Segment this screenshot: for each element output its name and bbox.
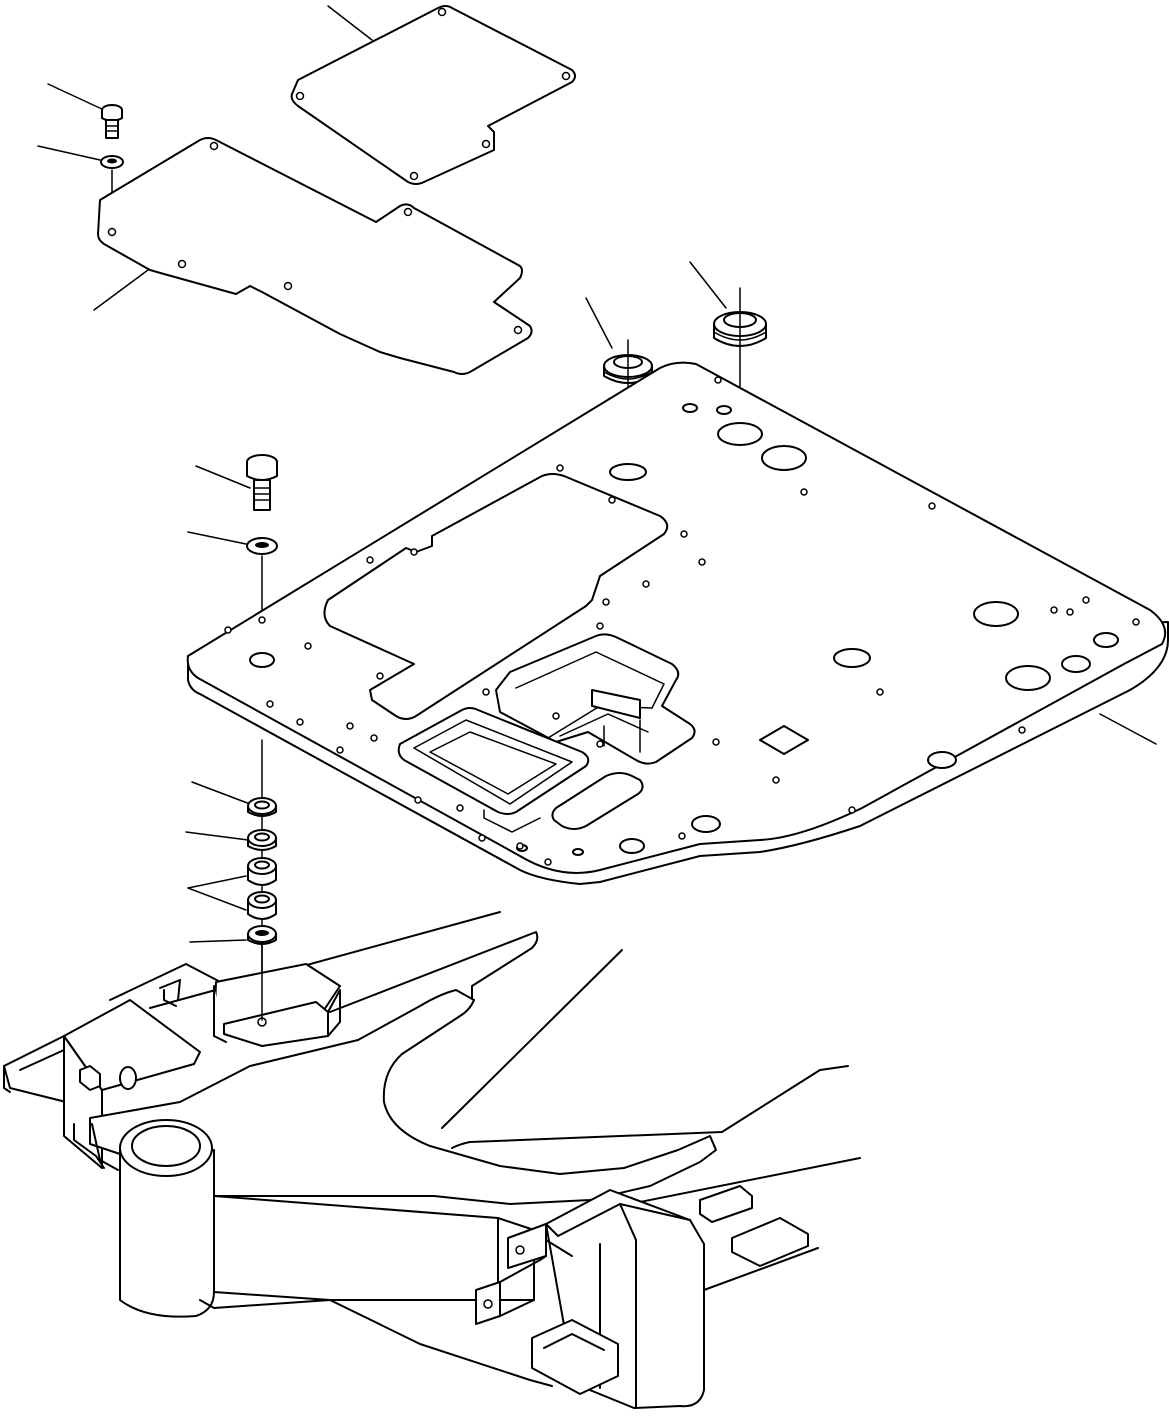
leader-line-bolt-small [47,83,105,111]
leader-line-top-cover [327,5,373,41]
leader-line-cover-plate [93,269,149,311]
grommet-right [689,261,767,439]
leader-line-washer-large [187,531,247,545]
leader-line-bolt-large [195,465,251,489]
leader-line-washer-small [37,145,101,161]
floor-plate [186,361,1169,885]
top-cover [290,5,576,185]
bolt-large [195,454,278,511]
rivet-holes [224,376,1140,866]
cover-plate [93,137,533,375]
revolving-frame [3,911,861,1409]
leader-line-grommet-right [689,261,727,309]
bolt-small [47,83,123,139]
mount-washer-1 [191,781,277,817]
leader-line-floor-plate [1099,713,1157,745]
mount-washer-3 [189,925,277,945]
leader-line-grommet-left [585,297,613,349]
mount-stack [185,739,277,1021]
mount-washer-2 [185,829,277,851]
mount-damper-pair [187,857,277,920]
